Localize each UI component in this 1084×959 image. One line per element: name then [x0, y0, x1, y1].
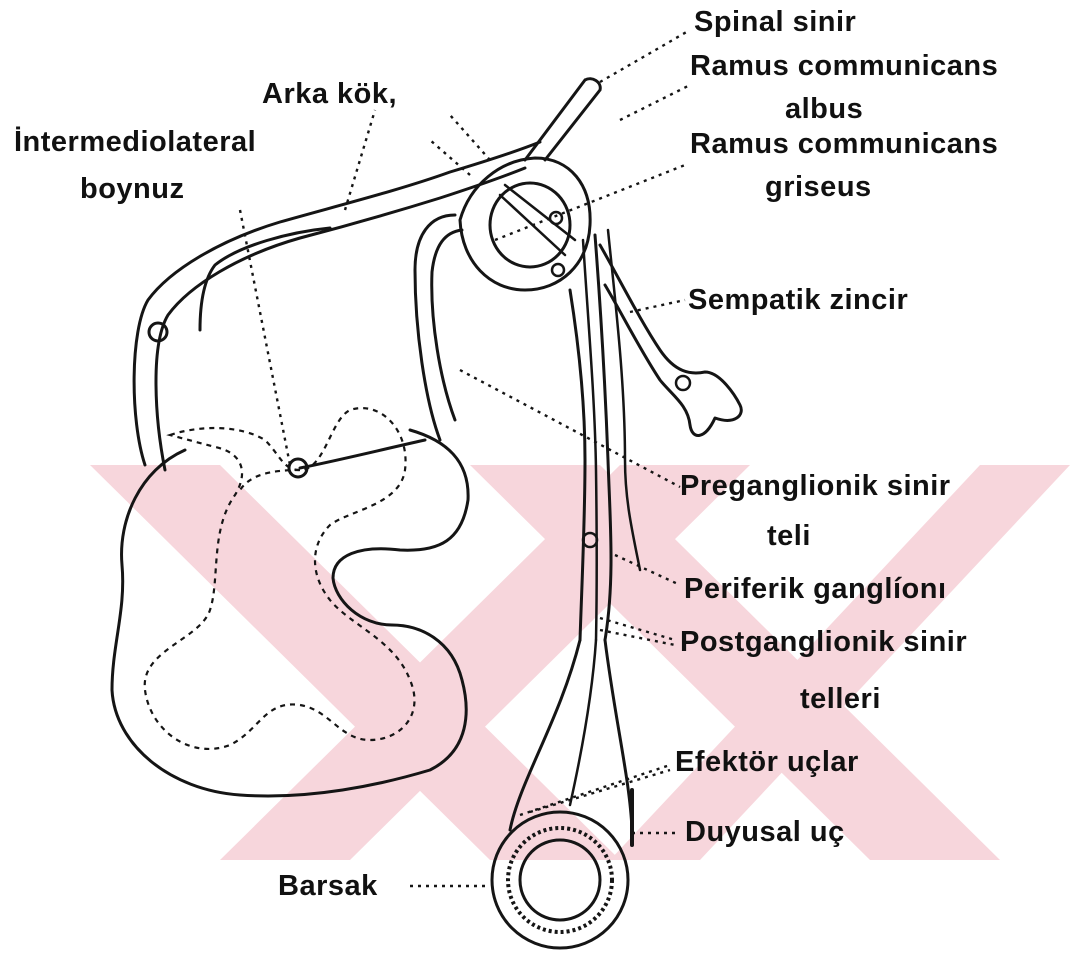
label-periferik-ganglion: Periferik ganglíonı [684, 575, 947, 604]
label-efektor-uclar: Efektör uçlar [675, 748, 859, 777]
dorsal-root [134, 142, 540, 465]
preganglionic-fiber-in-cord [300, 440, 425, 468]
label-intermediolateral-line1: İntermediolateral [14, 128, 256, 157]
dorsal-branch [200, 228, 330, 330]
label-spinal-sinir: Spinal sinir [694, 8, 856, 37]
label-barsak: Barsak [278, 872, 378, 901]
label-arka-kok: Arka kök, [262, 80, 397, 109]
ganglion-cell [550, 212, 562, 224]
ganglion-cell-2 [552, 264, 564, 276]
label-preganglionik-line1: Preganglionik sinir [680, 472, 951, 501]
dorsal-root-ganglion-cell [149, 323, 167, 341]
label-postganglionik-line2: telleri [800, 685, 881, 714]
watermark [90, 465, 1070, 860]
dorsal-root-inner [156, 168, 525, 470]
label-ramus-albus-line1: Ramus communicans [690, 52, 998, 81]
postganglionic-fiber-right [605, 640, 632, 830]
label-intermediolateral-line2: boynuz [80, 175, 185, 204]
spinal-nerve-stub [525, 79, 600, 160]
label-ramus-griseus-line1: Ramus communicans [690, 130, 998, 159]
chain-ganglion-cell [676, 376, 690, 390]
label-preganglionik-line2: teli [767, 522, 811, 551]
label-ramus-griseus-line2: griseus [765, 173, 872, 202]
label-sempatik-zincir: Sempatik zincir [688, 286, 908, 315]
ventral-root-inner [432, 230, 462, 420]
sympathetic-chain [600, 245, 741, 435]
label-ramus-albus-line2: albus [785, 95, 863, 124]
label-postganglionik-line1: Postganglionik sinir [680, 628, 967, 657]
label-duyusal-uc: Duyusal uç [685, 818, 845, 847]
